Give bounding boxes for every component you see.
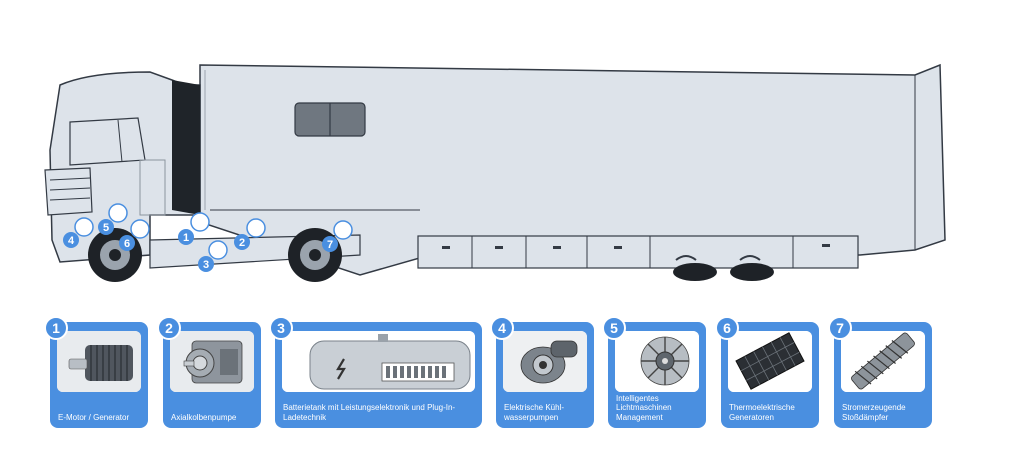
battery-tank-icon — [282, 331, 475, 392]
component-label-3: Batterietank mit Leistungselektronik und… — [283, 403, 456, 422]
marker-2: 2 — [234, 218, 266, 250]
component-card-7: Stromerzeugende Stoßdämpfer 7 — [828, 316, 932, 428]
component-number-7: 7 — [828, 316, 852, 340]
component-label-6: Thermoelektrische Generatoren — [729, 403, 795, 422]
component-number-6: 6 — [715, 316, 739, 340]
alternator-icon — [615, 331, 699, 392]
component-card-4: Elektrische Kühl-wasserpumpen 4 — [490, 316, 594, 428]
component-number-4: 4 — [490, 316, 514, 340]
marker-1: 1 — [178, 212, 210, 245]
component-card-2: Axialkolbenpumpe 2 — [157, 316, 261, 428]
component-label-7: Stromerzeugende Stoßdämpfer — [842, 403, 906, 422]
component-label-2: Axialkolbenpumpe — [171, 412, 237, 422]
component-number-1: 1 — [44, 316, 68, 340]
marker-4: 4 — [63, 217, 94, 248]
tractor-cab — [44, 71, 361, 282]
coolant-pump-icon — [503, 331, 587, 392]
marker-5: 5 — [98, 203, 128, 235]
component-card-1: E-Motor / Generator 1 — [44, 316, 148, 428]
trailer — [199, 63, 946, 281]
marker-3-number: 3 — [203, 259, 209, 271]
marker-2-number: 2 — [239, 237, 245, 249]
marker-4-number: 4 — [68, 235, 75, 247]
marker-7-number: 7 — [327, 239, 333, 251]
component-label-5: Intelligentes Lichtmaschinen Management — [616, 393, 672, 422]
component-label-4: Elektrische Kühl-wasserpumpen — [504, 403, 565, 422]
truck-illustration: 1 2 3 4 5 6 7 — [44, 63, 946, 282]
component-card-5: Intelligentes Lichtmaschinen Management … — [602, 316, 706, 428]
marker-6: 6 — [119, 219, 150, 251]
marker-3: 3 — [198, 240, 228, 272]
component-card-3: Batterietank mit Leistungselektronik und… — [269, 316, 482, 428]
marker-6-number: 6 — [124, 238, 130, 250]
component-label-1: E-Motor / Generator — [58, 412, 130, 422]
e-motor-icon — [57, 331, 141, 392]
component-number-3: 3 — [269, 316, 293, 340]
marker-1-number: 1 — [183, 232, 189, 244]
marker-5-number: 5 — [103, 222, 109, 234]
thermoelectric-generator-icon — [728, 331, 812, 392]
marker-7: 7 — [322, 220, 353, 252]
component-number-5: 5 — [602, 316, 626, 340]
component-number-2: 2 — [157, 316, 181, 340]
component-card-6: Thermoelektrische Generatoren 6 — [715, 316, 819, 428]
axial-piston-pump-icon — [170, 331, 254, 392]
shock-absorber-icon — [841, 331, 925, 392]
